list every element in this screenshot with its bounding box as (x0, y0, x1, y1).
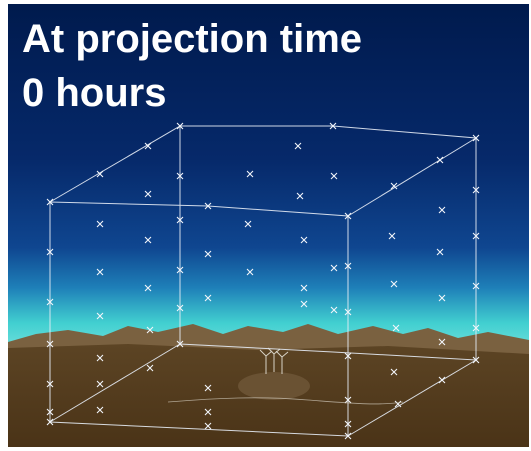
grid-point (144, 236, 152, 244)
grid-point (438, 338, 446, 346)
grid-point (394, 400, 402, 408)
grid-point (204, 250, 212, 258)
grid-point (344, 352, 352, 360)
grid-point (472, 186, 480, 194)
grid-point (390, 182, 398, 190)
grid-point (330, 172, 338, 180)
grid-point (176, 340, 184, 348)
grid-point (344, 262, 352, 270)
grid-point (438, 294, 446, 302)
grid-point (344, 212, 352, 220)
diagram-panel: At projection time 0 hours (8, 4, 529, 447)
grid-point (176, 216, 184, 224)
grid-point (436, 156, 444, 164)
title-line-2: 0 hours (22, 71, 167, 115)
grid-point (96, 354, 104, 362)
grid-point (176, 266, 184, 274)
grid-point (330, 264, 338, 272)
grid-point (96, 268, 104, 276)
grid-point (96, 380, 104, 388)
grid-point (46, 380, 54, 388)
grid-point (244, 220, 252, 228)
grid-point (296, 192, 304, 200)
title-line-1: At projection time (22, 17, 363, 61)
grid-point (300, 300, 308, 308)
grid-point (144, 142, 152, 150)
grid-point (176, 122, 184, 130)
grid-point (176, 172, 184, 180)
grid-point (146, 364, 154, 372)
grid-point (472, 134, 480, 142)
grid-point (390, 368, 398, 376)
grid-point (96, 312, 104, 320)
grid-point (300, 284, 308, 292)
grid-point (204, 202, 212, 210)
grid-point (46, 298, 54, 306)
grid-point (144, 190, 152, 198)
grid-point (436, 248, 444, 256)
grid-point (472, 232, 480, 240)
grid-point (46, 408, 54, 416)
grid-point (144, 284, 152, 292)
grid-point (96, 406, 104, 414)
grid-point (472, 282, 480, 290)
grid-point (438, 206, 446, 214)
grid-point (46, 340, 54, 348)
ground-contour (167, 397, 404, 405)
grid-point (300, 236, 308, 244)
grid-point (46, 418, 54, 426)
grid-point (388, 232, 396, 240)
grid-point (329, 122, 337, 130)
grid-point (246, 170, 254, 178)
grid-point (146, 326, 154, 334)
grid-point (246, 268, 254, 276)
page-title: At projection time 0 hours (22, 12, 362, 120)
grid-point (204, 422, 212, 430)
grid-point (96, 220, 104, 228)
grid-point (390, 280, 398, 288)
grid-box-diagram (8, 4, 529, 447)
grid-point (46, 198, 54, 206)
grid-point (176, 304, 184, 312)
grid-point (294, 142, 302, 150)
grid-point (392, 324, 400, 332)
grid-points (46, 122, 480, 440)
grid-point (344, 308, 352, 316)
grid-point (204, 384, 212, 392)
grid-point (96, 170, 104, 178)
grid-point (204, 294, 212, 302)
grid-point (330, 306, 338, 314)
grid-point (344, 432, 352, 440)
grid-point (438, 376, 446, 384)
grid-point (344, 396, 352, 404)
grid-point (204, 408, 212, 416)
grid-point (46, 248, 54, 256)
hill (238, 372, 310, 400)
grid-point (472, 356, 480, 364)
grid-point (472, 324, 480, 332)
grid-point (344, 420, 352, 428)
